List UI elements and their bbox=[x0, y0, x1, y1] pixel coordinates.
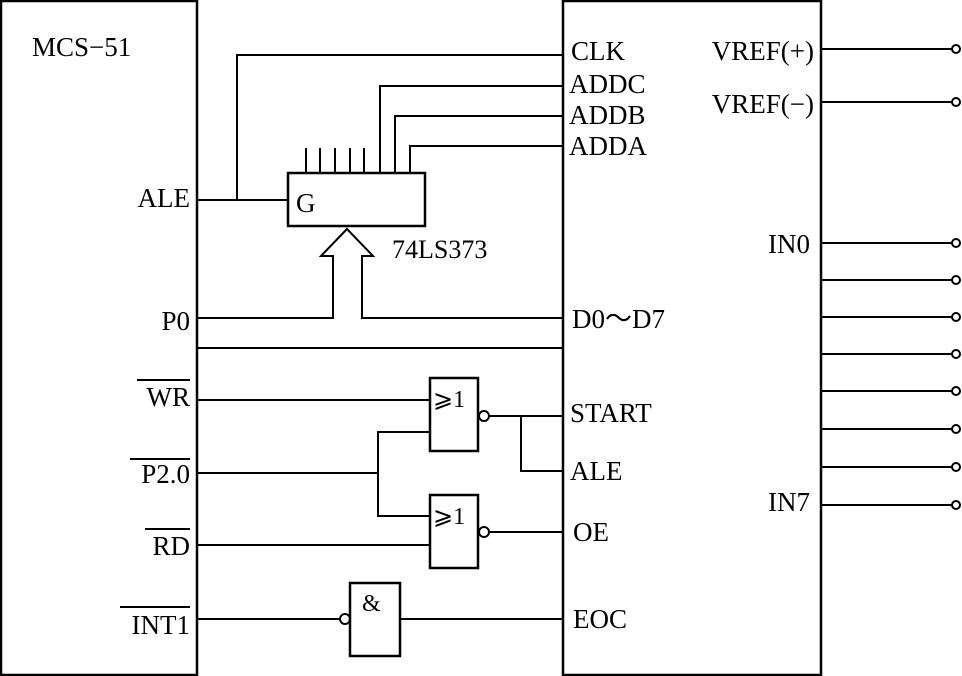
ale-adc-wire bbox=[520, 416, 563, 472]
nor-gate-1 bbox=[428, 376, 480, 453]
adc-pin-clk: CLK bbox=[571, 36, 626, 66]
terminal-in2 bbox=[951, 312, 961, 322]
data-bus-arrow bbox=[197, 227, 563, 319]
adc-pin-in0: IN0 bbox=[768, 229, 810, 259]
adc-pin-data: D0～D7 bbox=[572, 304, 665, 334]
adc-pin-adda: ADDA bbox=[569, 131, 647, 161]
adc-pin-vref-minus: VREF(−) bbox=[712, 89, 814, 119]
pin-p20-label: P2.0 bbox=[141, 459, 190, 489]
latch-to-addc-wire bbox=[379, 85, 563, 173]
adc-pin-addc: ADDC bbox=[569, 69, 646, 99]
pin-p0-label: P0 bbox=[161, 306, 190, 336]
pin-wr-label: WR bbox=[147, 382, 191, 412]
p20-fanout-wire bbox=[377, 431, 430, 517]
terminal-in5 bbox=[951, 424, 961, 434]
terminal-vref-plus bbox=[951, 44, 961, 54]
mcs51-block bbox=[0, 0, 199, 676]
ale-to-clk-wire bbox=[236, 54, 563, 200]
adc-pin-addb: ADDB bbox=[569, 100, 646, 130]
adc-pin-eoc: EOC bbox=[573, 604, 627, 634]
terminal-vref-minus bbox=[951, 97, 961, 107]
terminal-in3 bbox=[951, 349, 961, 359]
and-gate bbox=[348, 581, 402, 658]
pin-int1-label: INT1 bbox=[132, 610, 190, 640]
adc-pin-in7: IN7 bbox=[768, 487, 810, 517]
latch-74ls373 bbox=[286, 171, 427, 228]
nor-gate-2 bbox=[428, 493, 480, 570]
pin-ale-label: ALE bbox=[138, 183, 190, 213]
adc-pin-ale: ALE bbox=[570, 456, 622, 486]
pin-rd-label: RD bbox=[152, 531, 190, 561]
terminal-in1 bbox=[951, 275, 961, 285]
adc-pin-oe: OE bbox=[573, 517, 609, 547]
latch-to-adda-wire bbox=[409, 145, 563, 173]
adc-pin-start: START bbox=[570, 398, 652, 428]
terminal-in6 bbox=[951, 462, 961, 472]
latch-g-label: G bbox=[296, 188, 316, 218]
adc-pin-vref-plus: VREF(+) bbox=[712, 36, 814, 66]
mcs51-title: MCS−51 bbox=[32, 32, 131, 62]
and-gate-symbol: & bbox=[362, 591, 381, 617]
nor-gate-1-bubble bbox=[478, 410, 490, 422]
latch-output-pins bbox=[305, 148, 365, 173]
analog-terminals bbox=[821, 44, 961, 510]
terminal-in4 bbox=[951, 386, 961, 396]
terminal-in0 bbox=[951, 238, 961, 248]
nor-gate-2-symbol: ⩾1 bbox=[433, 504, 465, 530]
nor-gate-2-bubble bbox=[478, 526, 490, 538]
terminal-in7 bbox=[951, 500, 961, 510]
adc-block bbox=[561, 0, 823, 676]
and-gate-bubble bbox=[339, 613, 351, 625]
latch-name: 74LS373 bbox=[392, 235, 487, 264]
nor-gate-1-symbol: ⩾1 bbox=[433, 387, 465, 413]
latch-to-addb-wire bbox=[394, 115, 563, 173]
